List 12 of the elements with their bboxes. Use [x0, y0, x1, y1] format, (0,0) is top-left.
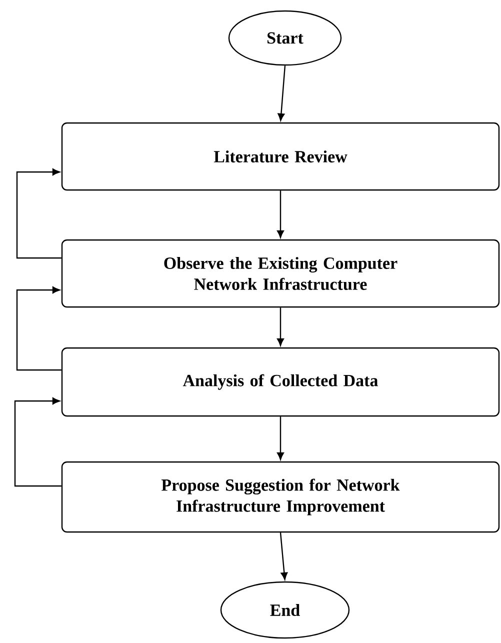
process-box: Analysis of Collected Data [61, 347, 500, 417]
process-box: Propose Suggestion for Network Infrastructure Improvement [61, 461, 500, 533]
arrow [16, 286, 62, 371]
process-box: Literature Review [61, 122, 500, 191]
arrow [16, 168, 62, 259]
arrow [277, 416, 284, 460]
arrow [280, 532, 288, 580]
arrow [278, 66, 286, 121]
arrow [277, 308, 284, 346]
process-box: Observe the Existing Computer Network Infrastructure [61, 239, 500, 308]
arrow [277, 190, 284, 238]
arrow [14, 398, 62, 487]
